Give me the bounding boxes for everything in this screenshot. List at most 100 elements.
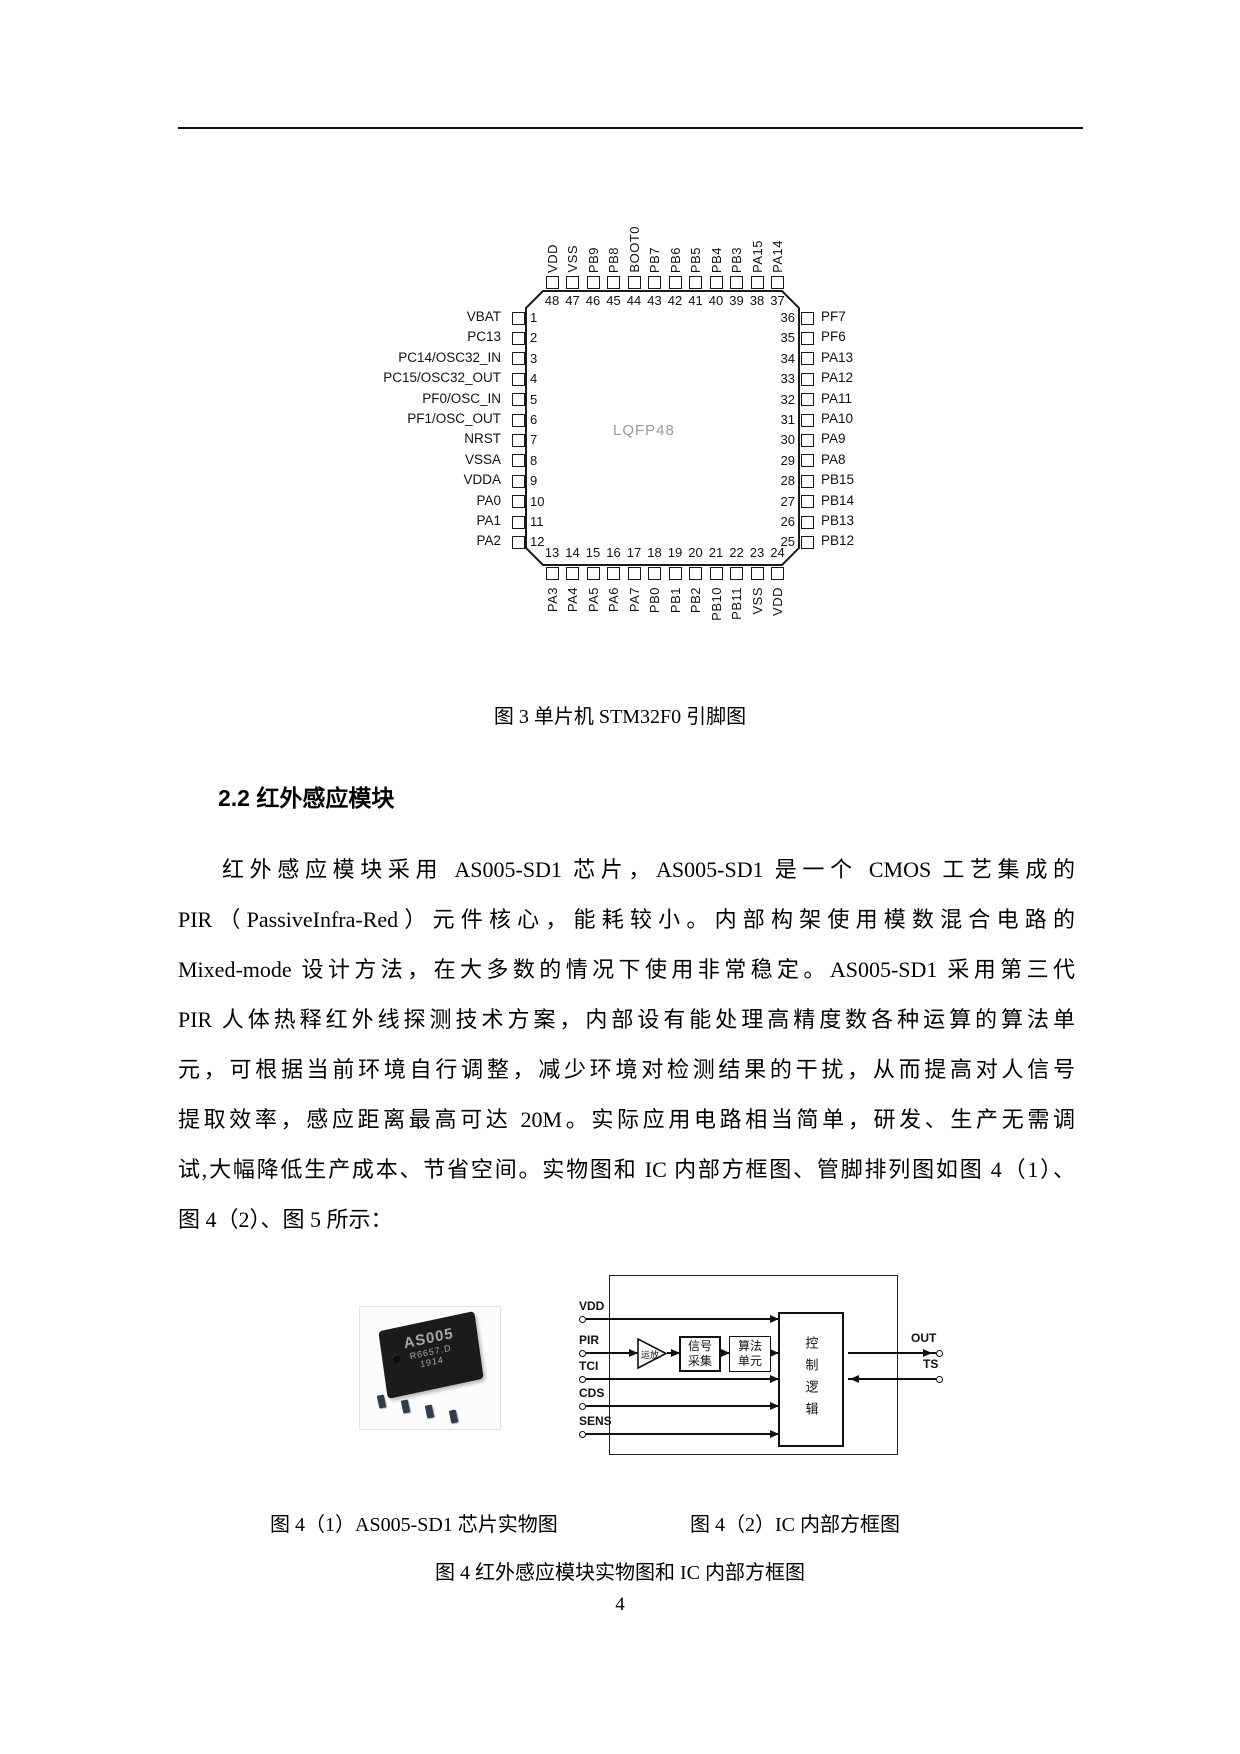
pin-label: PA13 xyxy=(821,349,854,365)
pin-square xyxy=(750,567,764,580)
pin-label: PB0 xyxy=(647,587,662,614)
out-label: OUT xyxy=(911,1331,937,1345)
pin-number: 7 xyxy=(530,432,538,448)
pin-square xyxy=(511,331,525,345)
pin-number: 35 xyxy=(780,330,795,346)
pin-square xyxy=(511,393,525,407)
pin-label: PF6 xyxy=(821,329,846,345)
input-terminal xyxy=(579,1375,586,1383)
pin-square xyxy=(730,276,743,289)
pin-label: PB7 xyxy=(647,246,662,273)
svg-text:运放: 运放 xyxy=(641,1349,659,1360)
pin-square xyxy=(801,413,814,427)
pin-label: PB9 xyxy=(585,246,601,273)
pin-number: 21 xyxy=(708,545,724,560)
pin-label-wrap: PB2 xyxy=(688,587,704,667)
pin-square xyxy=(771,276,784,289)
pin-square xyxy=(511,311,525,325)
pin-label: PA14 xyxy=(770,240,785,273)
pin-square xyxy=(511,413,525,427)
input-line xyxy=(586,1318,779,1320)
pin-label-wrap: PA5 xyxy=(585,587,601,667)
input-arrow xyxy=(770,1374,779,1383)
page-number: 4 xyxy=(615,1594,625,1615)
pin-label: VSS xyxy=(565,245,580,273)
ts-arrow xyxy=(850,1374,859,1383)
paragraph-line: PIR（PassiveInfra-Red）元件核心，能耗较小。内部构架使用模数混… xyxy=(178,907,1075,932)
pin-label: PF7 xyxy=(821,309,846,324)
pir-arrow xyxy=(671,1348,680,1357)
pir-arrow xyxy=(629,1348,638,1357)
pin-square xyxy=(801,454,814,468)
pin-label: PA4 xyxy=(565,587,580,613)
pin-square xyxy=(566,276,579,289)
pin-label-wrap: PA14 xyxy=(770,197,786,273)
pin-number: 6 xyxy=(530,412,538,427)
figure4-captions: 图 4（1）AS005-SD1 芯片实物图 图 4（2）IC 内部方框图 xyxy=(0,1508,1240,1536)
pin-label: PA5 xyxy=(585,587,601,613)
pin-number: 31 xyxy=(780,412,795,427)
input-label-pir: PIR xyxy=(579,1333,600,1347)
pin-label: PA12 xyxy=(821,370,854,386)
pin-number: 30 xyxy=(780,432,795,448)
out-arrow xyxy=(923,1348,932,1357)
pin-label-wrap: VSS xyxy=(749,587,765,667)
pin-label: VDD xyxy=(544,244,560,273)
pin-label: PF0/OSC_IN xyxy=(422,390,501,406)
input-label-tci: TCI xyxy=(579,1359,599,1373)
pin-label: VDD xyxy=(770,587,785,616)
pin-square xyxy=(648,276,661,289)
pin-label: PB12 xyxy=(821,533,855,549)
pin-number: 28 xyxy=(780,473,795,489)
pin-label: PA1 xyxy=(476,513,501,528)
paragraph-line: Mixed-mode 设计方法，在大多数的情况下使用非常稳定。AS005-SD1… xyxy=(178,957,1075,982)
pin-label: VSS xyxy=(749,587,765,615)
figure4-1-caption: 图 4（1）AS005-SD1 芯片实物图 xyxy=(270,1514,558,1536)
pin-square xyxy=(586,567,600,580)
pin-square xyxy=(607,276,620,289)
pin-number: 19 xyxy=(667,545,683,560)
pin-number: 33 xyxy=(780,371,795,387)
paragraph-line: 元，可根据当前环境自行调整，减少环境对检测结果的干扰，从而提高对人信号 xyxy=(178,1057,1075,1082)
pin-square xyxy=(801,474,814,488)
pir-arrow xyxy=(721,1348,730,1357)
pin-label: PA8 xyxy=(821,451,846,467)
pin-square xyxy=(801,535,814,549)
signal-box: 信号采集 xyxy=(679,1336,721,1372)
pin-label: PB14 xyxy=(821,492,855,508)
pir-line xyxy=(586,1352,638,1354)
pin-number: 43 xyxy=(647,293,662,308)
pin-label: PA9 xyxy=(821,431,846,447)
pin-square xyxy=(511,352,525,366)
pin-number: 37 xyxy=(770,293,785,308)
pin-square xyxy=(801,433,814,447)
chip-body-outline xyxy=(525,290,800,566)
paragraph-line: 试,大幅降低生产成本、节省空间。实物图和 IC 内部方框图、管脚排列图如图 4（… xyxy=(178,1157,1075,1182)
chip-pin xyxy=(424,1404,435,1419)
pin-label: PA3 xyxy=(544,587,560,613)
pin-number: 40 xyxy=(708,293,724,308)
pin-label: PC15/OSC32_OUT xyxy=(383,370,501,386)
pin-label: VSSA xyxy=(464,451,501,467)
pin-number: 8 xyxy=(530,452,538,468)
input-arrow xyxy=(770,1429,779,1438)
pin-label: PA15 xyxy=(749,240,765,273)
section-heading: 2.2 红外感应模块 xyxy=(218,785,395,811)
pin-square xyxy=(709,276,723,289)
out-line xyxy=(848,1352,936,1354)
pin-number: 46 xyxy=(585,293,601,308)
pin-label: PB6 xyxy=(667,246,683,273)
ts-line xyxy=(848,1378,936,1380)
pin-label-wrap: PB5 xyxy=(688,197,704,273)
pin-label-wrap: VSS xyxy=(565,197,581,273)
pin-square xyxy=(801,352,814,366)
pin-label-wrap: PB0 xyxy=(647,587,663,667)
pin-label: PB5 xyxy=(688,246,703,273)
pin-label-wrap: PB9 xyxy=(585,197,601,273)
pin-square xyxy=(511,433,525,447)
pin-number: 16 xyxy=(606,545,621,560)
pin-label-wrap: PB1 xyxy=(667,587,683,667)
pin-label: PA11 xyxy=(821,390,853,406)
pin-label: VDDA xyxy=(463,472,501,488)
pin-label: PB10 xyxy=(708,587,724,621)
